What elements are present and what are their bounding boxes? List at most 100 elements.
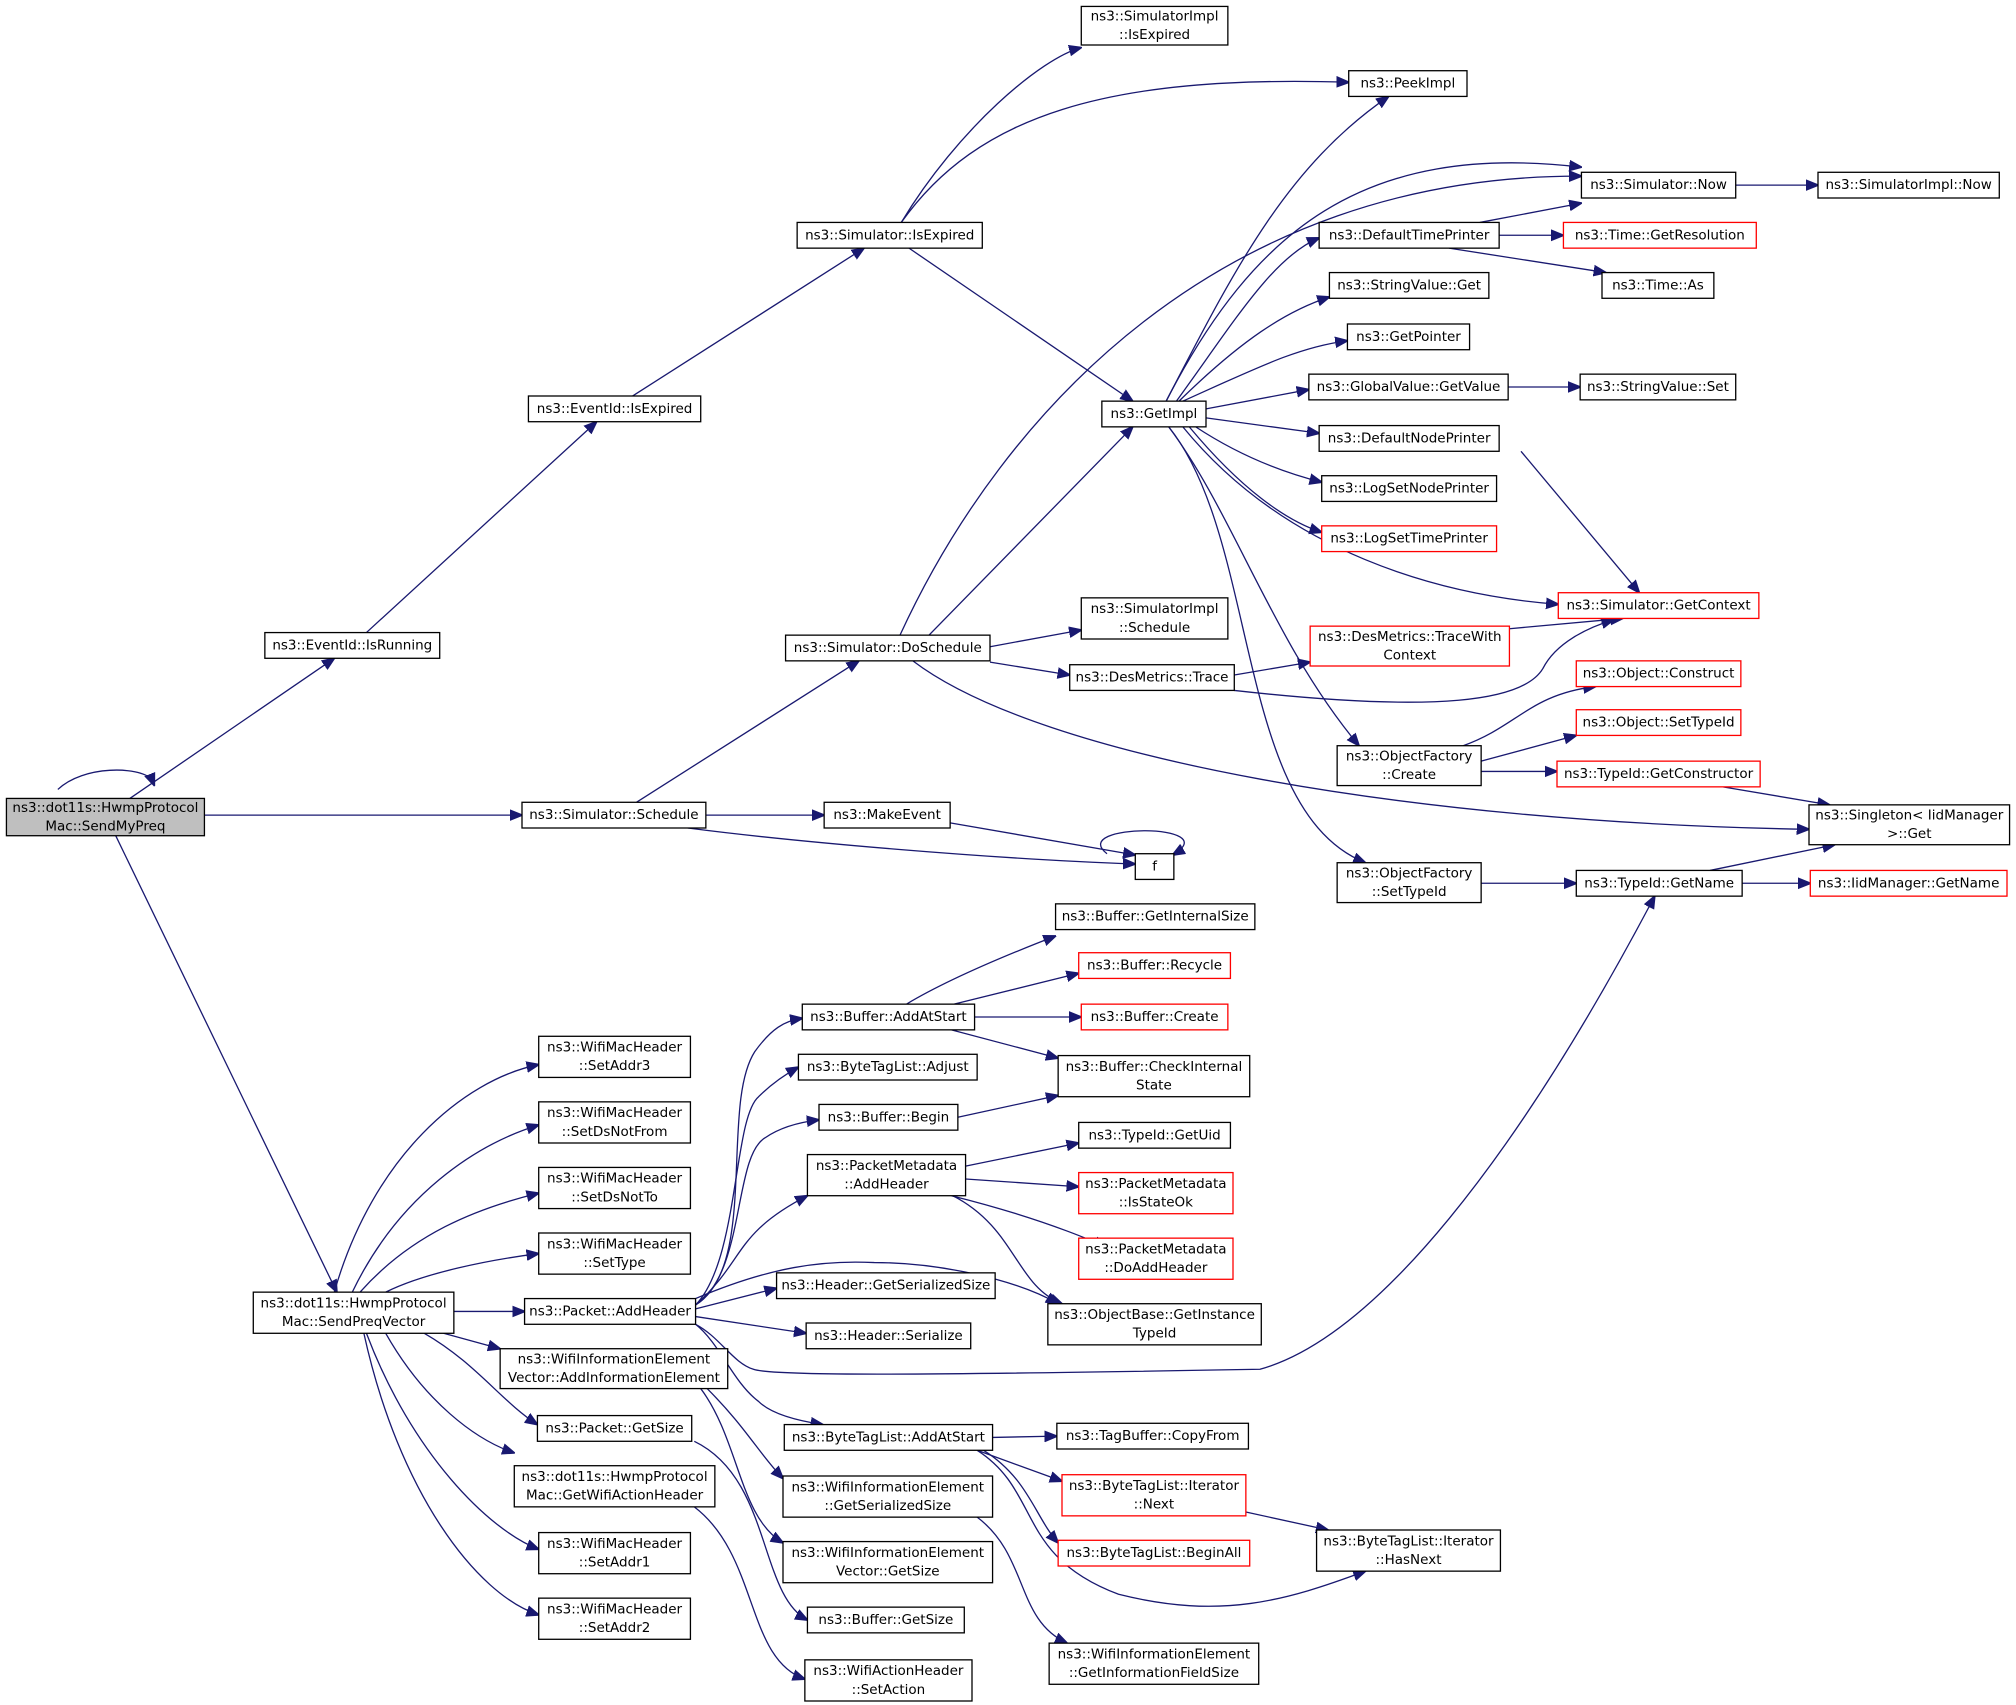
node-sim-schedule[interactable]: ns3::Simulator::Schedule	[521, 801, 707, 829]
call-edge	[360, 1193, 539, 1292]
node-logsettimeprinter[interactable]: ns3::LogSetTimePrinter	[1321, 525, 1498, 553]
node-label: ns3::Buffer::GetSize	[818, 1612, 953, 1628]
node-tagbuffer-copyfrom[interactable]: ns3::TagBuffer::CopyFrom	[1056, 1422, 1250, 1450]
node-object-settypeid[interactable]: ns3::Object::SetTypeId	[1575, 709, 1742, 737]
node-desmetrics-trace[interactable]: ns3::DesMetrics::Trace	[1069, 664, 1235, 692]
node-typeid-getconstructor[interactable]: ns3::TypeId::GetConstructor	[1556, 760, 1761, 788]
call-edge	[694, 1441, 807, 1620]
call-edge-line	[1234, 620, 1613, 703]
node-packetmetadata-addheader[interactable]: ns3::PacketMetadata::AddHeader	[806, 1153, 967, 1197]
node-header-serialize[interactable]: ns3::Header::Serialize	[805, 1322, 972, 1350]
call-edge-line	[1710, 845, 1835, 871]
node-globalvalue-getvalue[interactable]: ns3::GlobalValue::GetValue	[1308, 373, 1509, 401]
call-edge-line	[366, 1333, 538, 1549]
node-label: ::IsExpired	[1119, 27, 1190, 43]
node-label: Mac::SendPreqVector	[282, 1314, 426, 1330]
node-getwifiactionheader[interactable]: ns3::dot11s::HwmpProtocolMac::GetWifiAct…	[513, 1465, 716, 1508]
node-label: ns3::EventId::IsExpired	[537, 401, 693, 417]
node-wifimacheader-setaddr1[interactable]: ns3::WifiMacHeader::SetAddr1	[538, 1531, 692, 1575]
call-edge	[688, 828, 1135, 864]
node-stringvalue-set[interactable]: ns3::StringValue::Set	[1579, 373, 1737, 401]
call-edge	[966, 1143, 1079, 1166]
node-objectfactory-settypeid[interactable]: ns3::ObjectFactory::SetTypeId	[1336, 862, 1482, 904]
node-buffer-create[interactable]: ns3::Buffer::Create	[1080, 1003, 1229, 1031]
node-label: ns3::DesMetrics::TraceWith	[1318, 629, 1502, 645]
function-nodes: ns3::dot11s::HwmpProtocolMac::SendMyPreq…	[5, 5, 2011, 1702]
node-time-as[interactable]: ns3::Time::As	[1601, 271, 1715, 299]
node-eventid-isexpired[interactable]: ns3::EventId::IsExpired	[527, 395, 702, 423]
node-wie-getinformationfieldsize[interactable]: ns3::WifiInformationElement::GetInformat…	[1048, 1642, 1260, 1685]
node-label: ns3::SimulatorImpl	[1091, 601, 1219, 617]
node-stringvalue-get[interactable]: ns3::StringValue::Get	[1328, 271, 1490, 299]
call-edge	[116, 836, 337, 1292]
node-bytetaglist-iterator-next[interactable]: ns3::ByteTagList::Iterator::Next	[1061, 1474, 1247, 1517]
node-wie-getserializedsize[interactable]: ns3::WifiInformationElement::GetSerializ…	[782, 1475, 994, 1518]
node-label: ::HasNext	[1375, 1552, 1441, 1568]
node-sendpreqvector[interactable]: ns3::dot11s::HwmpProtocolMac::SendPreqVe…	[252, 1291, 455, 1334]
node-wifimacheader-setdsnotfrom[interactable]: ns3::WifiMacHeader::SetDsNotFrom	[538, 1101, 692, 1144]
node-packet-getsize[interactable]: ns3::Packet::GetSize	[536, 1414, 693, 1442]
node-wifimacheader-setaddr3[interactable]: ns3::WifiMacHeader::SetAddr3	[538, 1035, 692, 1079]
node-defaulttimeprinter[interactable]: ns3::DefaultTimePrinter	[1318, 221, 1500, 249]
node-bytetaglist-addatstart[interactable]: ns3::ByteTagList::AddAtStart	[783, 1423, 994, 1451]
node-buffer-begin[interactable]: ns3::Buffer::Begin	[818, 1103, 959, 1131]
node-sim-now[interactable]: ns3::Simulator::Now	[1580, 171, 1737, 199]
node-simimpl-schedule[interactable]: ns3::SimulatorImpl::Schedule	[1080, 597, 1229, 640]
node-packetmetadata-doaddheader[interactable]: ns3::PacketMetadata::DoAddHeader	[1078, 1237, 1234, 1280]
node-sim-doschedule[interactable]: ns3::Simulator::DoSchedule	[784, 634, 991, 662]
node-buffer-getinternalsize[interactable]: ns3::Buffer::GetInternalSize	[1054, 903, 1256, 931]
node-buffer-addatstart[interactable]: ns3::Buffer::AddAtStart	[801, 1003, 976, 1031]
node-header-getserializedsize[interactable]: ns3::Header::GetSerializedSize	[775, 1272, 996, 1300]
node-typeid-getname[interactable]: ns3::TypeId::GetName	[1575, 869, 1743, 897]
call-edge	[1463, 687, 1595, 746]
node-wifimacheader-settype[interactable]: ns3::WifiMacHeader::SetType	[538, 1232, 692, 1275]
node-f[interactable]: f	[1134, 853, 1175, 881]
call-edge	[1166, 163, 1581, 401]
call-edge	[1166, 96, 1388, 401]
node-logsetnodeprinter[interactable]: ns3::LogSetNodePrinter	[1321, 475, 1498, 503]
node-isrunning[interactable]: ns3::EventId::IsRunning	[264, 631, 441, 659]
node-buffer-recycle[interactable]: ns3::Buffer::Recycle	[1078, 952, 1232, 980]
node-typeid-getuid[interactable]: ns3::TypeId::GetUid	[1078, 1121, 1232, 1149]
node-bytetaglist-adjust[interactable]: ns3::ByteTagList::Adjust	[797, 1053, 978, 1081]
node-object-construct[interactable]: ns3::Object::Construct	[1575, 660, 1742, 688]
node-wie-vector-addinformationelement[interactable]: ns3::WifiInformationElementVector::AddIn…	[499, 1348, 729, 1390]
node-time-getresolution[interactable]: ns3::Time::GetResolution	[1562, 221, 1757, 249]
call-edge	[696, 1067, 799, 1305]
node-sim-isexpired[interactable]: ns3::Simulator::IsExpired	[796, 221, 983, 249]
node-getpointer[interactable]: ns3::GetPointer	[1346, 323, 1471, 351]
call-edge	[1234, 662, 1310, 675]
node-packet-addheader[interactable]: ns3::Packet::AddHeader	[523, 1297, 697, 1325]
node-peekimpl[interactable]: ns3::PeekImpl	[1348, 70, 1468, 98]
call-edge-line	[633, 248, 864, 396]
node-label: ns3::Buffer::GetInternalSize	[1062, 909, 1249, 925]
node-buffer-getsize[interactable]: ns3::Buffer::GetSize	[806, 1606, 965, 1634]
node-bytetaglist-beginall[interactable]: ns3::ByteTagList::BeginAll	[1057, 1539, 1251, 1567]
node-label: ns3::SimulatorImpl	[1091, 8, 1219, 24]
node-packetmetadata-isstateok[interactable]: ns3::PacketMetadata::IsStateOk	[1078, 1171, 1234, 1215]
node-iidmanager-getname[interactable]: ns3::IidManager::GetName	[1809, 869, 2008, 897]
node-objectfactory-create[interactable]: ns3::ObjectFactory::Create	[1336, 745, 1482, 787]
node-wie-vector-getsize[interactable]: ns3::WifiInformationElementVector::GetSi…	[782, 1540, 994, 1584]
node-label: TypeId	[1132, 1326, 1177, 1342]
node-wifimacheader-setdsnotto[interactable]: ns3::WifiMacHeader::SetDsNotTo	[538, 1166, 692, 1210]
node-simimpl-now[interactable]: ns3::SimulatorImpl::Now	[1817, 171, 2000, 199]
node-wifimacheader-setaddr2[interactable]: ns3::WifiMacHeader::SetAddr2	[538, 1597, 692, 1640]
node-singleton-get[interactable]: ns3::Singleton< IidManager>::Get	[1808, 804, 2011, 846]
node-defaultnodeprinter[interactable]: ns3::DefaultNodePrinter	[1318, 424, 1500, 452]
node-makeevent[interactable]: ns3::MakeEvent	[823, 801, 951, 829]
call-edge	[352, 1125, 538, 1292]
node-bytetaglist-iterator-hasnext[interactable]: ns3::ByteTagList::Iterator::HasNext	[1315, 1529, 1502, 1572]
call-edge-line	[1206, 418, 1319, 433]
node-box	[1575, 660, 1742, 688]
node-label: ns3::Simulator::GetContext	[1566, 598, 1750, 614]
node-getimpl[interactable]: ns3::GetImpl	[1101, 400, 1207, 428]
node-box	[1336, 862, 1482, 904]
node-sim-getcontext[interactable]: ns3::Simulator::GetContext	[1557, 592, 1760, 620]
node-wifiactionheader-setaction[interactable]: ns3::WifiActionHeader::SetAction	[804, 1659, 973, 1702]
node-simimpl-isexpired[interactable]: ns3::SimulatorImpl::IsExpired	[1080, 5, 1229, 46]
